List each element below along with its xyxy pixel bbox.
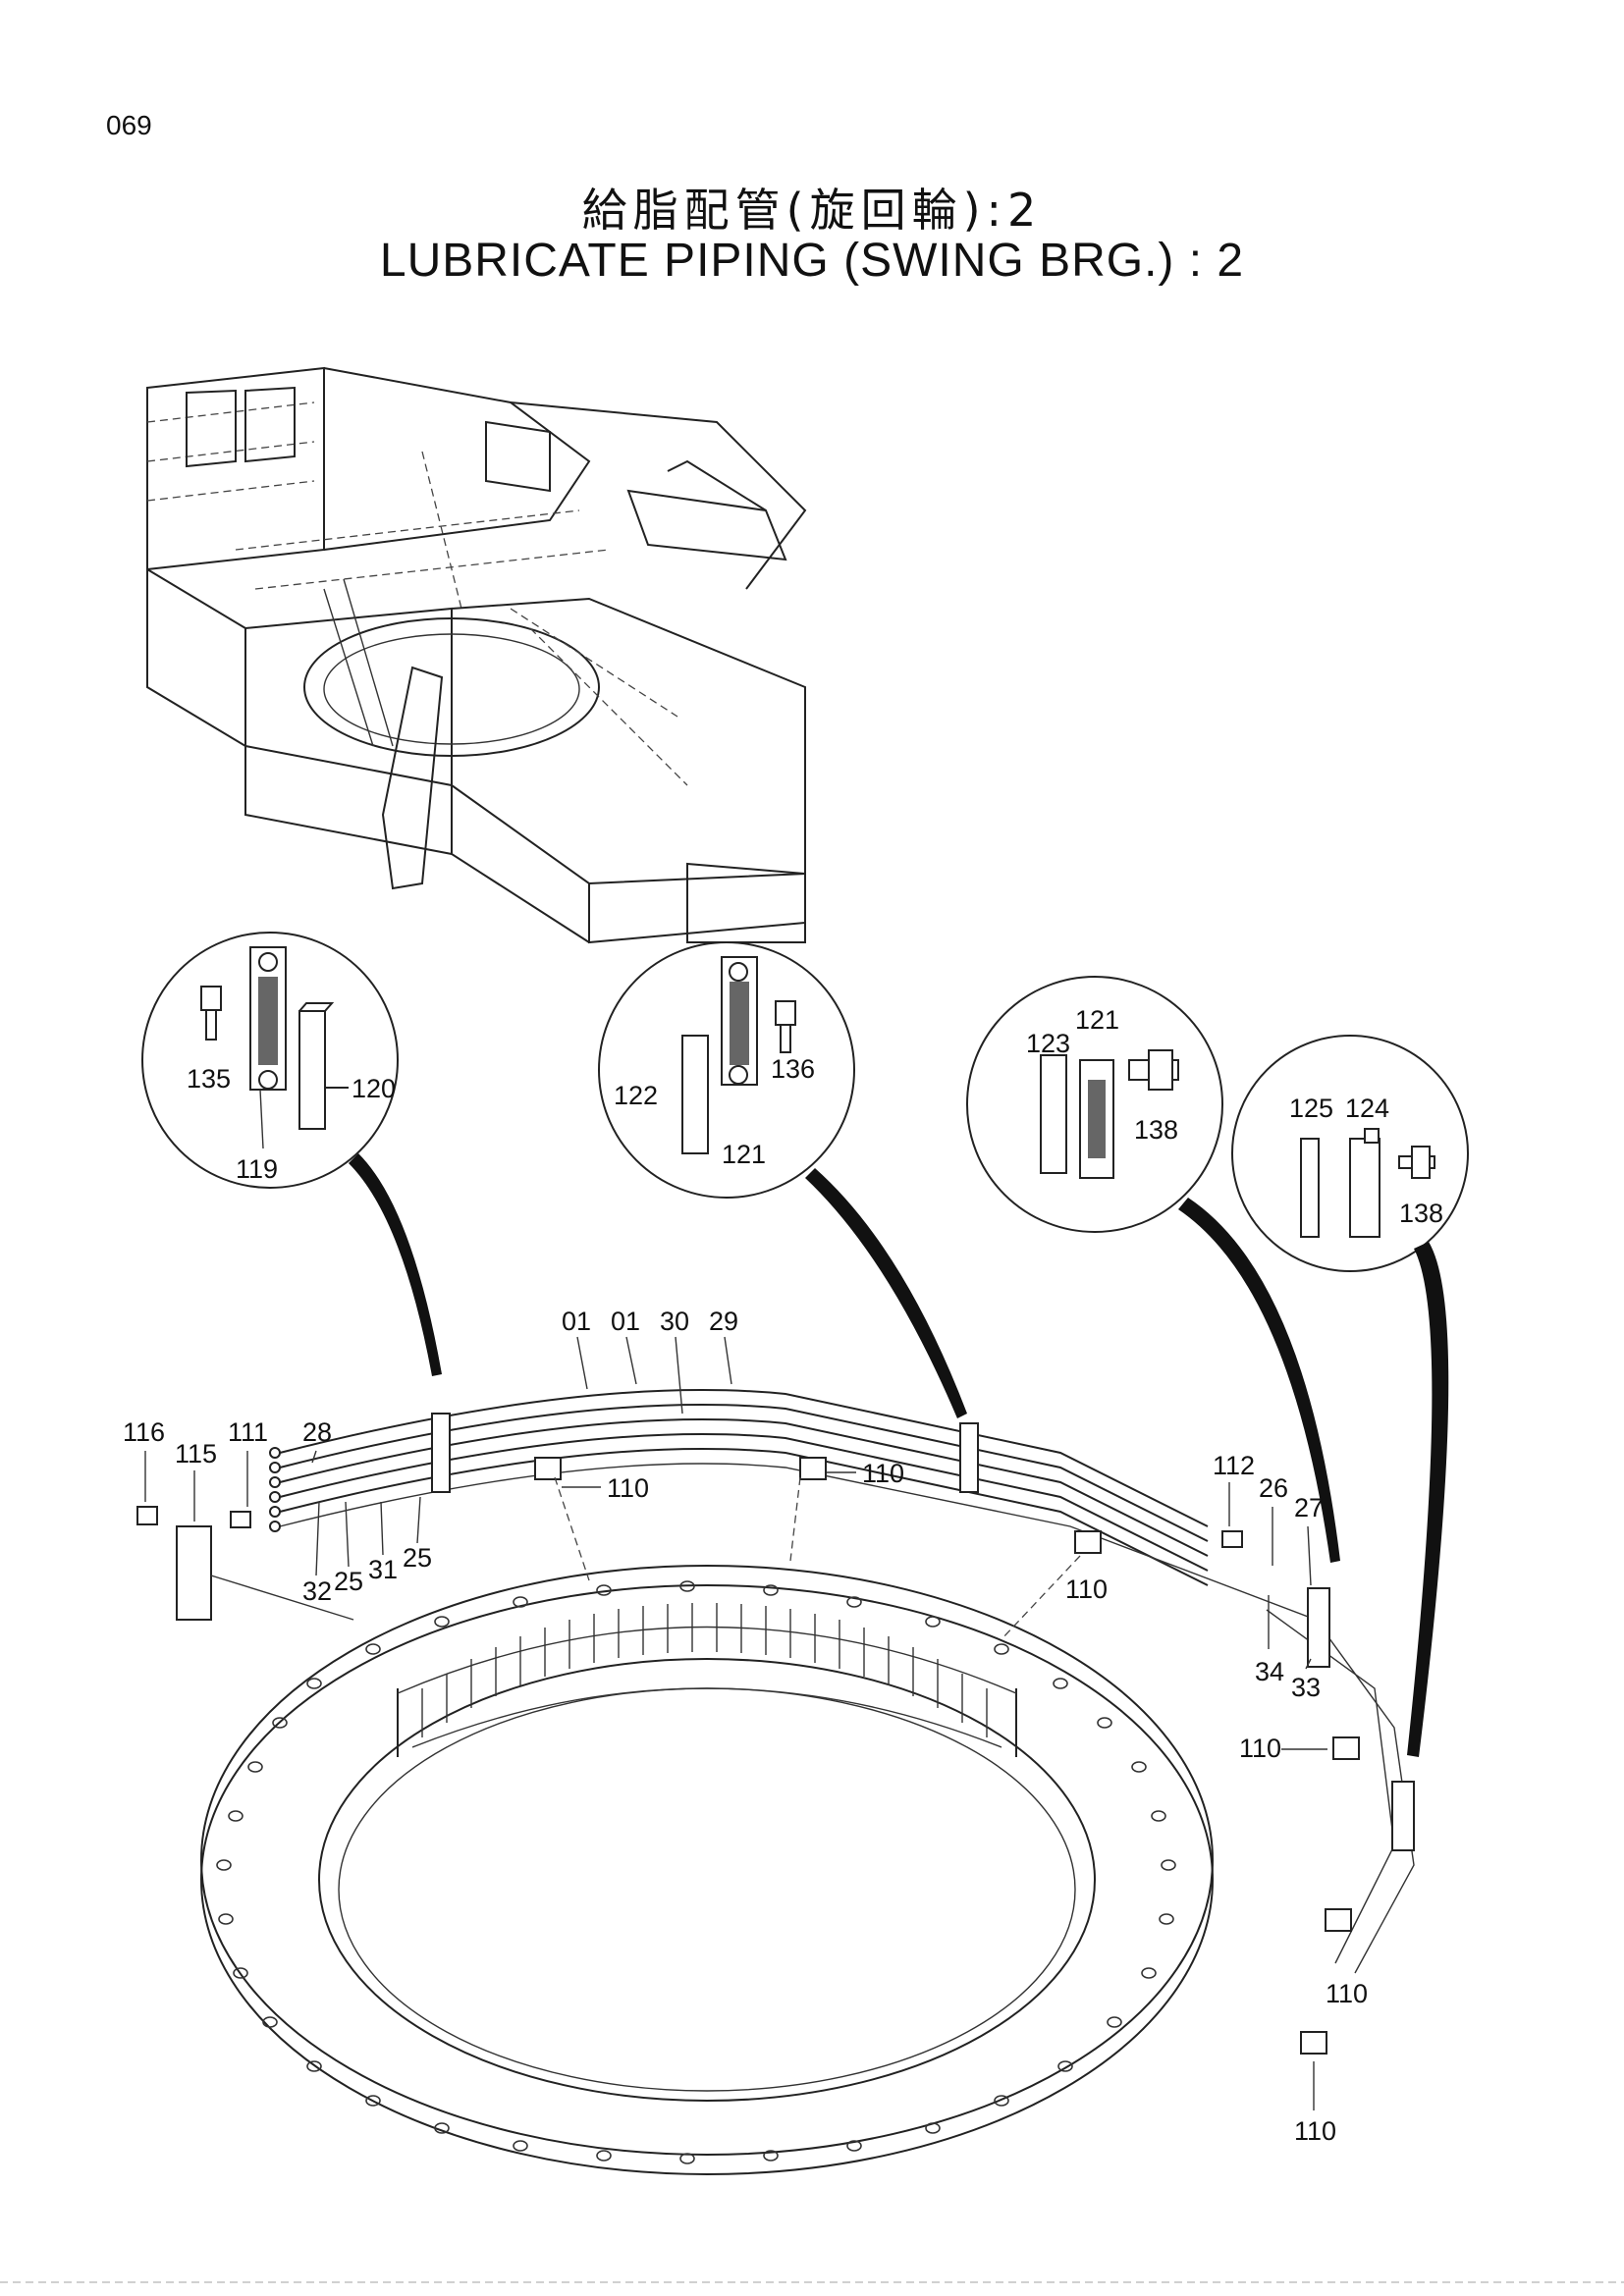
callout-25-a: 25: [334, 1567, 363, 1596]
callout-111: 111: [228, 1417, 268, 1447]
detail-circle-2: 122 121 136: [598, 941, 967, 1418]
callout-26: 26: [1259, 1473, 1288, 1503]
callout-01-a: 01: [562, 1307, 591, 1336]
lube-pipe-bundle: [136, 1389, 1415, 2055]
upper-frame-illustration: [146, 366, 807, 944]
callout-135: 135: [187, 1064, 231, 1094]
callout-28: 28: [302, 1417, 332, 1447]
callout-110-f: 110: [1294, 2116, 1336, 2146]
page-number: 069: [106, 110, 152, 140]
callout-122: 122: [614, 1081, 658, 1110]
callout-110-e: 110: [1326, 1979, 1368, 2008]
callout-34: 34: [1255, 1657, 1284, 1686]
callout-01-b: 01: [611, 1307, 640, 1336]
callout-119: 119: [236, 1154, 278, 1184]
detail-circle-1: 135 119 120: [141, 932, 442, 1376]
ring-gear-teeth: [421, 1603, 988, 1737]
callout-32: 32: [302, 1576, 332, 1606]
callout-31: 31: [368, 1555, 398, 1584]
detail-circle-3: 123 121 138: [966, 976, 1340, 1563]
callout-115: 115: [175, 1439, 217, 1468]
title-japanese: 給脂配管(旋回輪):2: [581, 184, 1043, 237]
callout-138-b: 138: [1399, 1199, 1443, 1228]
swing-bearing-ring: [200, 1476, 1214, 2175]
callout-29: 29: [709, 1307, 738, 1336]
main-callouts: 01 01 30 29 116 115 111 28 110 110 110 1…: [123, 1307, 1368, 2146]
callout-121-b: 121: [1075, 1005, 1119, 1035]
callout-112: 112: [1213, 1451, 1255, 1480]
callout-110-b: 110: [862, 1459, 904, 1488]
callout-110-c: 110: [1065, 1575, 1108, 1604]
ring-bolt-holes: [216, 1580, 1176, 2164]
callout-124: 124: [1345, 1094, 1389, 1123]
callout-110-a: 110: [607, 1473, 649, 1503]
detail-circle-4: 125 124 138: [1231, 1035, 1469, 1757]
callout-27: 27: [1294, 1493, 1324, 1522]
callout-30: 30: [660, 1307, 689, 1336]
callout-138-a: 138: [1134, 1115, 1178, 1145]
callout-125: 125: [1289, 1094, 1333, 1123]
callout-110-d: 110: [1239, 1734, 1281, 1763]
callout-121-a: 121: [722, 1140, 766, 1169]
callout-120: 120: [352, 1074, 396, 1103]
callout-33: 33: [1291, 1673, 1321, 1702]
title-english: LUBRICATE PIPING (SWING BRG.) : 2: [379, 235, 1245, 287]
callout-123: 123: [1026, 1029, 1070, 1058]
callout-136: 136: [771, 1054, 815, 1084]
callout-25-b: 25: [403, 1543, 432, 1573]
callout-116: 116: [123, 1417, 165, 1447]
